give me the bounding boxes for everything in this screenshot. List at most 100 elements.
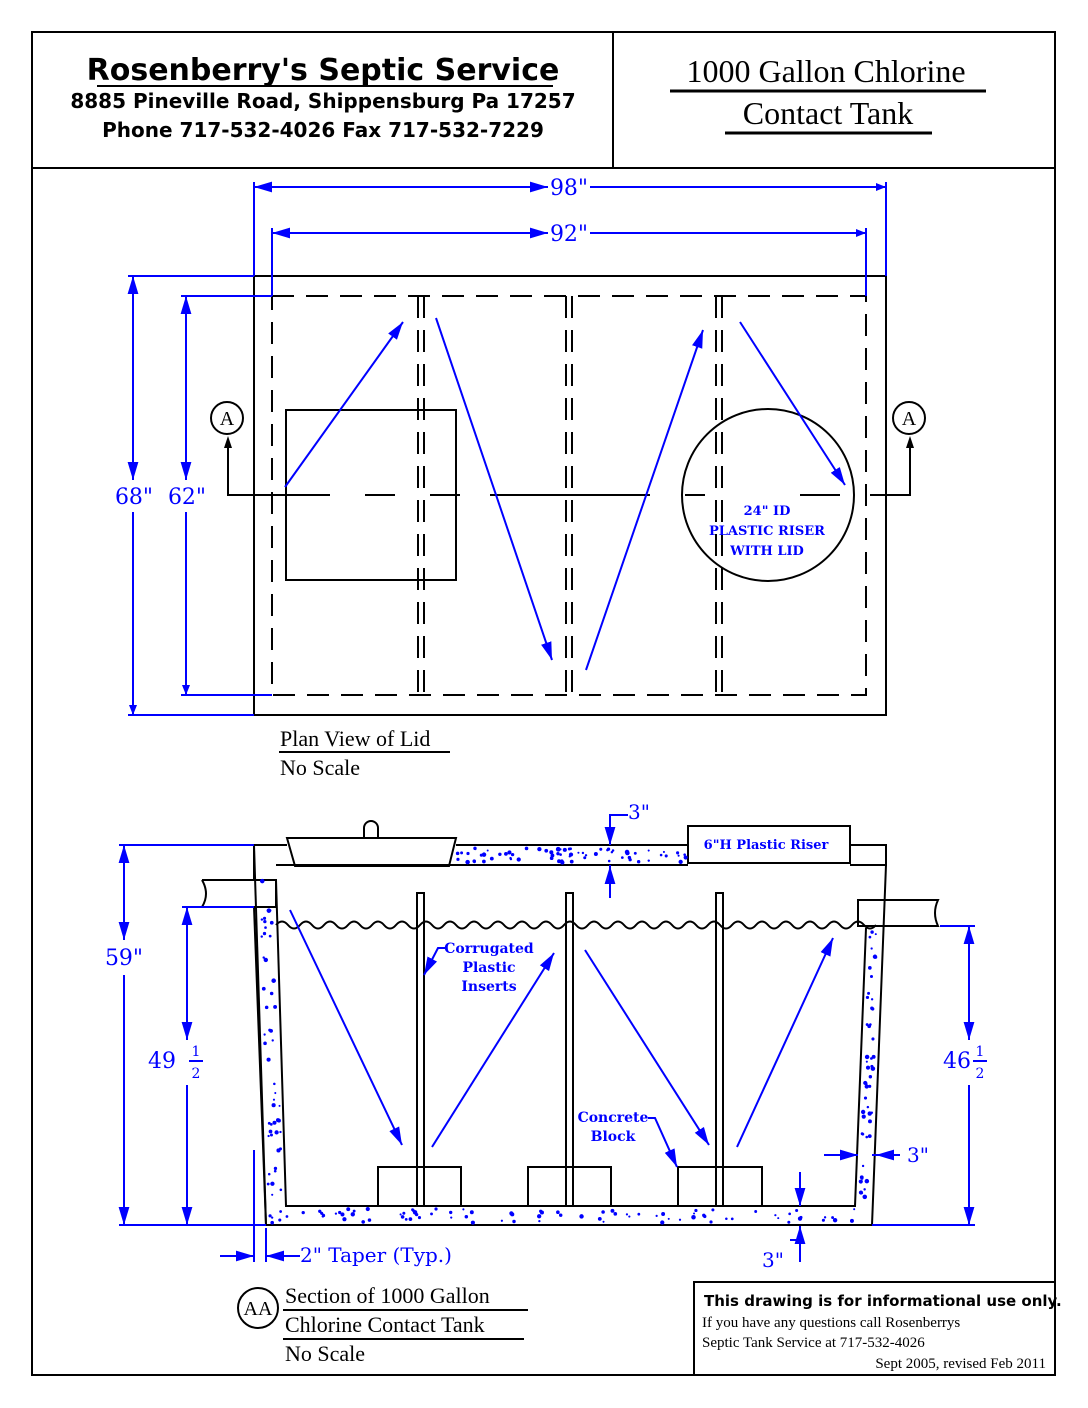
concrete-speckle [473,847,477,851]
concrete-speckle [797,1216,803,1221]
concrete-speckle [408,1217,413,1221]
concrete-speckle [637,1212,641,1216]
dim-whole: 49 [148,1049,176,1074]
concrete-speckle [849,1218,854,1223]
concrete-speckle [647,859,650,862]
concrete-speckle [539,1210,544,1215]
concrete-speckle [678,1218,682,1221]
concrete-speckle [821,1218,825,1222]
dim-bottom-3: 3" [762,1248,784,1272]
dim-top-3: 3" [628,800,650,824]
section-view: 6"H Plastic Riser Corrugated Plastic Ins… [105,800,987,1366]
concrete-speckle [694,1208,698,1213]
dim-59: 59" [105,946,143,971]
concrete-speckle [449,1210,453,1215]
concrete-speckle [412,1210,418,1215]
concrete-speckle [338,1210,342,1215]
concrete-speckle [583,856,587,860]
concrete-speckle [399,1213,402,1216]
concrete-speckle [754,1210,758,1213]
dim-68: 68" [115,485,153,510]
concrete-speckle [464,1215,469,1219]
concrete-speckle [628,1215,631,1218]
concrete-speckle [271,1216,274,1219]
concrete-speckle [866,1105,870,1109]
concrete-speckle [659,853,663,857]
concrete-speckle [864,1054,870,1060]
concrete-speckle [869,974,874,979]
dim-whole: 46 [943,1049,971,1074]
concrete-speckle [788,1212,791,1216]
concrete-speckle [264,926,267,929]
concrete-speckle [860,1191,864,1195]
concrete-speckle [655,1214,658,1217]
concrete-speckle [625,1213,629,1216]
concrete-speckle [260,918,264,921]
concrete-speckle [677,854,680,857]
section-caption: Chlorine Contact Tank [285,1312,485,1337]
concrete-speckle [462,1208,465,1211]
company-name: Rosenberry's Septic Service [87,53,560,88]
marker-text: A [220,408,235,430]
disclaimer-box: This drawing is for informational use on… [693,1281,1062,1375]
concrete-speckle [323,1214,326,1217]
plastic-riser [687,825,851,864]
concrete-speckle [625,850,630,856]
concrete-speckle [664,854,668,858]
block-label: Block [591,1129,636,1145]
concrete-speckle [279,1188,283,1192]
concrete-speckle [871,1037,875,1041]
concrete-speckle [274,1092,277,1095]
concrete-speckle [267,1134,270,1138]
concrete-speckle [500,1219,503,1222]
concrete-speckle [536,1214,542,1219]
concrete-speckle [611,849,615,852]
concrete-speckle [269,1133,273,1137]
block-label: Concrete [578,1110,649,1126]
concrete-speckle [861,1132,865,1136]
concrete-speckle [334,1212,338,1215]
dim-num: 1 [976,1044,985,1060]
concrete-speckle [271,1103,276,1108]
concrete-speckle [469,1210,474,1215]
company-address: 8885 Pineville Road, Shippensburg Pa 172… [70,89,575,113]
section-marker-left [210,401,244,435]
concrete-speckle [870,930,874,934]
company-phone: Phone 717-532-4026 Fax 717-532-7229 [102,118,544,142]
dim-den: 2 [192,1066,201,1082]
concrete-speckle [434,1207,438,1211]
concrete-speckle [263,1033,266,1036]
riser-label: PLASTIC RISER [709,524,825,539]
taper-label: 2" Taper (Typ.) [300,1243,452,1267]
concrete-speckle [693,1212,696,1215]
concrete-speckle [498,852,502,857]
concrete-speckle [560,860,565,865]
concrete-speckle [301,1210,305,1215]
concrete-speckle [863,1096,868,1100]
concrete-speckle [607,859,611,863]
concrete-speckle [279,1130,282,1134]
concrete-speckle [430,1212,433,1216]
concrete-speckle [268,934,272,938]
concrete-speckle [597,1216,602,1221]
concrete-speckle [725,1217,728,1220]
concrete-speckle [579,1214,584,1219]
concrete-speckle [858,1179,863,1184]
inserts-label: Inserts [461,979,516,995]
riser-circle [681,408,855,582]
concrete-speckle [568,852,574,857]
concrete-speckle [509,857,513,861]
concrete-speckle [269,909,272,912]
concrete-speckle [606,848,609,852]
riser-label: 6"H Plastic Riser [704,838,829,853]
concrete-speckle [512,1219,516,1224]
concrete-speckle [365,1206,370,1212]
lid-handle [363,820,379,838]
dim-wall-3: 3" [907,1143,929,1167]
concrete-speckle [577,851,580,854]
concrete-speckle [268,1214,272,1218]
concrete-speckle [865,995,870,1000]
concrete-speckle [584,854,588,857]
